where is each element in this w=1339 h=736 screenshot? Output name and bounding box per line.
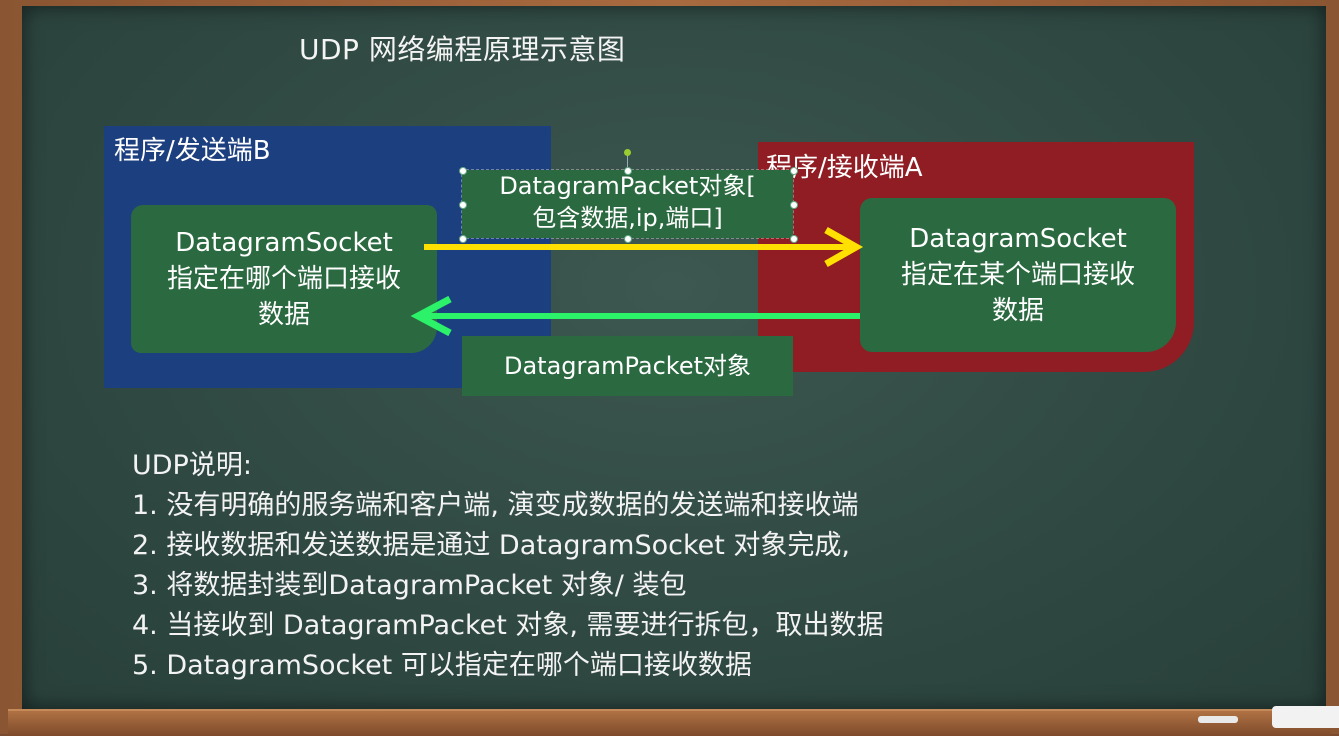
resize-handle[interactable] — [790, 167, 798, 175]
sender-socket-box: DatagramSocket 指定在哪个端口接收 数据 — [131, 205, 437, 353]
receiver-socket-line3: 数据 — [991, 296, 1044, 326]
note-item: 1. 没有明确的服务端和客户端, 演变成数据的发送端和接收端 — [132, 490, 859, 521]
resize-handle[interactable] — [459, 167, 467, 175]
resize-handle[interactable] — [624, 235, 632, 243]
chalk-tray — [8, 709, 1331, 736]
rotation-handle-stem — [627, 156, 628, 170]
rotation-handle[interactable] — [624, 149, 631, 156]
sender-label: 程序/发送端B — [114, 136, 271, 166]
receiver-socket-line2: 指定在某个端口接收 — [900, 260, 1135, 290]
return-arrow — [410, 295, 860, 337]
resize-handle[interactable] — [624, 167, 632, 175]
resize-handle[interactable] — [790, 201, 798, 209]
note-item: 2. 接收数据和发送数据是通过 DatagramSocket 对象完成, — [132, 530, 851, 561]
chalk-piece — [1198, 716, 1238, 723]
packet-send-line1: DatagramPacket对象[ — [499, 172, 756, 200]
packet-send-line2: 包含数据,ip,端口] — [532, 204, 723, 232]
eraser — [1272, 706, 1339, 728]
udp-notes: UDP说明: 1. 没有明确的服务端和客户端, 演变成数据的发送端和接收端 2.… — [132, 446, 884, 686]
resize-handle[interactable] — [459, 201, 467, 209]
note-item: 4. 当接收到 DatagramPacket 对象, 需要进行拆包，取出数据 — [132, 610, 884, 641]
receiver-socket-box: DatagramSocket 指定在某个端口接收 数据 — [860, 198, 1176, 352]
packet-return-box: DatagramPacket对象 — [462, 336, 793, 396]
notes-heading: UDP说明: — [132, 450, 252, 481]
resize-handle[interactable] — [790, 235, 798, 243]
sender-socket-line1: DatagramSocket — [175, 228, 393, 258]
receiver-socket-line1: DatagramSocket — [909, 224, 1127, 254]
packet-send-box[interactable]: DatagramPacket对象[ 包含数据,ip,端口] — [461, 169, 794, 239]
note-item: 3. 将数据封装到DatagramPacket 对象/ 装包 — [132, 570, 687, 601]
send-arrow — [424, 226, 864, 268]
sender-socket-line2: 指定在哪个端口接收 — [166, 264, 401, 294]
resize-handle[interactable] — [459, 235, 467, 243]
note-item: 5. DatagramSocket 可以指定在哪个端口接收数据 — [132, 650, 752, 681]
sender-socket-line3: 数据 — [257, 300, 310, 330]
diagram-title: UDP 网络编程原理示意图 — [299, 33, 626, 66]
